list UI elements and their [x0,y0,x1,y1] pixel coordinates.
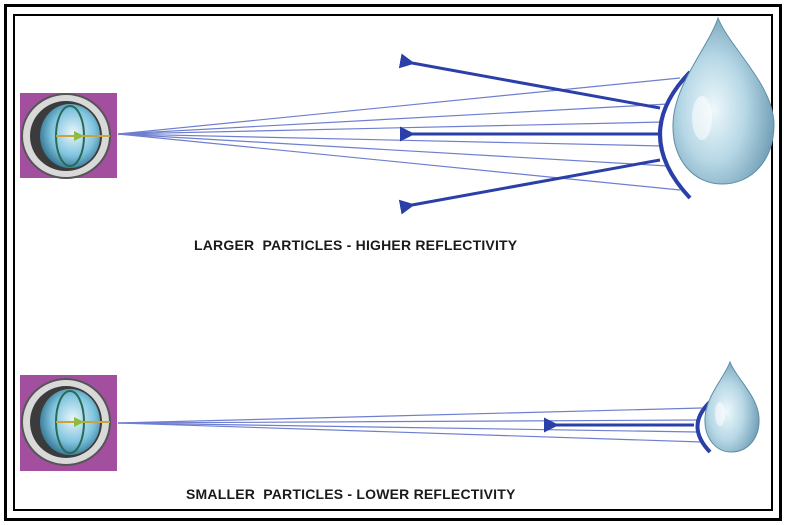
caption-larger-particles: LARGER PARTICLES - HIGHER REFLECTIVITY [194,237,518,253]
radar-dish-icon [20,93,117,179]
bottom-incident-rays [117,407,703,443]
large-raindrop-icon [672,16,775,185]
top-incident-rays [117,77,681,191]
small-reflection-arc [695,400,712,454]
small-raindrop-icon [704,360,760,453]
top-reflected-arrows [398,53,661,215]
large-reflection-arc [658,70,692,200]
caption-smaller-particles: SMALLER PARTICLES - LOWER REFLECTIVITY [186,486,516,502]
radar-dish-icon [20,375,117,471]
radar-feed-tip [74,417,84,427]
reflected-arrow-upper [398,53,661,110]
inner-border [13,14,773,511]
reflected-arrow-lower [398,158,661,215]
radar-feed-tip [74,131,84,141]
